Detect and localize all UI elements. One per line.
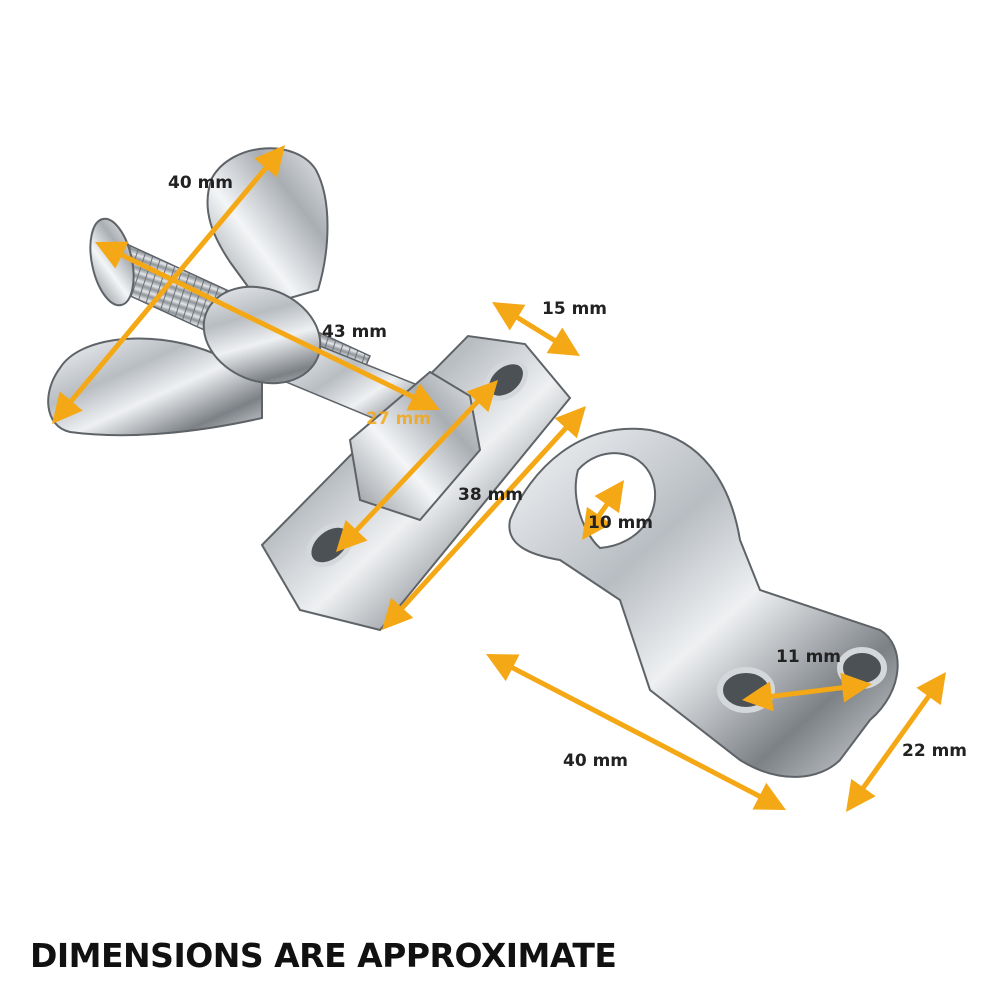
dimension-labels: 40 mm 43 mm 15 mm 27 mm 38 mm 10 mm 11 m…: [168, 173, 967, 771]
arrow-plate-length-head-start: [486, 654, 520, 682]
arrow-bolt-length-head-end: [406, 383, 440, 411]
arrow-base-diagonal-shaft: [349, 394, 485, 538]
arrow-base-thickness-head-start: [492, 302, 526, 331]
arrow-plate-length-head-end: [752, 782, 786, 810]
arrow-base-length-head-start: [382, 597, 414, 630]
label-plate-width: 22 mm: [902, 741, 967, 761]
arrow-plate-width-head-start: [846, 778, 876, 812]
base-plate: [260, 334, 572, 632]
arrow-base-diagonal-head-start: [336, 519, 368, 552]
arrow-bolt-length: [95, 241, 440, 411]
label-base-diagonal: 27 mm: [366, 409, 431, 429]
arrow-plate-width: [846, 672, 946, 812]
arrow-wing-width: [52, 145, 285, 424]
arrow-plate-length-shaft: [504, 662, 768, 802]
arrow-base-length: [382, 406, 586, 630]
label-plate-length: 40 mm: [563, 751, 628, 771]
base-lug: [348, 370, 482, 522]
label-bolt-length: 43 mm: [322, 322, 387, 342]
label-base-length: 38 mm: [458, 485, 523, 505]
arrow-plate-length: [486, 654, 786, 810]
arrow-plate-width-shaft: [857, 689, 935, 795]
arrow-wing-width-head-end: [254, 145, 285, 178]
arrow-hole-spacing-shaft: [763, 684, 851, 700]
arrow-bolt-length-shaft: [114, 250, 421, 402]
arrow-hook-opening-head-start: [582, 506, 612, 540]
arrow-base-thickness: [492, 302, 580, 356]
arrow-hook-opening-head-end: [594, 480, 624, 514]
arrow-plate-width-head-end: [916, 672, 946, 706]
arrow-hole-spacing-head-end: [840, 672, 872, 703]
label-base-thickness: 15 mm: [542, 299, 607, 319]
label-hole-spacing: 11 mm: [776, 647, 841, 667]
arrow-hole-spacing-head-start: [742, 681, 774, 712]
arrow-base-length-head-end: [554, 406, 586, 439]
arrow-base-thickness-head-end: [546, 327, 580, 356]
disclaimer-caption: DIMENSIONS ARE APPROXIMATE: [30, 936, 617, 975]
label-wing-width: 40 mm: [168, 173, 233, 193]
hook-keeper: [508, 427, 899, 778]
arrow-base-length-shaft: [395, 421, 573, 615]
wing-nut-upper-wing: [206, 147, 329, 308]
arrow-base-diagonal-head-end: [466, 380, 498, 413]
label-hook-opening: 10 mm: [588, 513, 653, 533]
arrow-bolt-length-head-start: [95, 241, 129, 269]
arrow-hole-spacing: [742, 672, 872, 712]
hook-body: [508, 427, 899, 778]
arrow-wing-width-head-start: [52, 391, 83, 424]
arrow-hook-opening: [582, 480, 624, 540]
arrow-base-diagonal: [336, 380, 498, 552]
arrow-base-thickness-shaft: [509, 312, 563, 346]
dimension-arrows: [52, 145, 946, 812]
arrow-wing-width-shaft: [64, 160, 273, 409]
